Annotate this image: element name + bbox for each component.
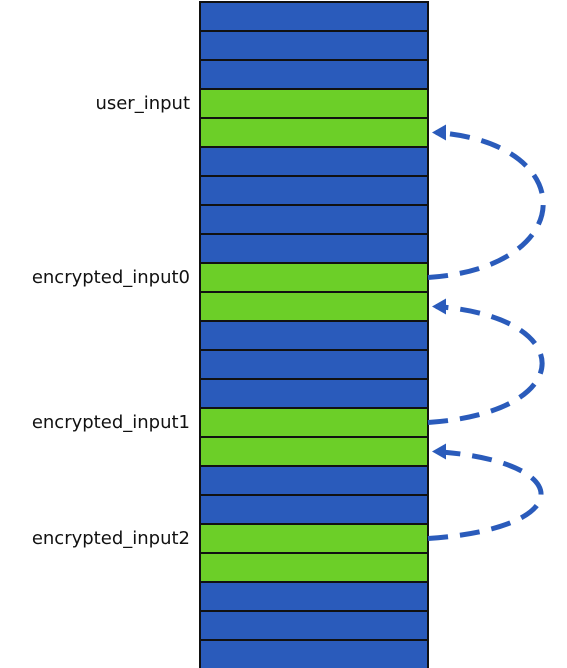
memory-cell-blue [199,581,429,612]
memory-cell-blue [199,610,429,641]
label-encrypted-input2: encrypted_input2 [31,527,190,549]
memory-cell-blue [199,349,429,380]
memory-cell-green [199,88,429,119]
label-encrypted-input0: encrypted_input0 [31,266,190,288]
memory-cell-green [199,552,429,583]
label-encrypted-input1: encrypted_input1 [31,411,190,433]
memory-cell-green [199,262,429,293]
memory-cell-green [199,436,429,467]
pointer-arrow [427,130,546,280]
memory-cell-blue [199,233,429,264]
arrowhead-icon [432,298,446,315]
memory-cell-green [199,117,429,148]
memory-cell-green [199,407,429,438]
pointer-arrow [427,304,545,425]
memory-cell-blue [199,465,429,496]
memory-cell-green [199,291,429,322]
memory-cell-blue [199,146,429,177]
memory-cell-blue [199,204,429,235]
memory-cell-blue [199,320,429,351]
pointer-arrows [427,124,546,541]
memory-cell-blue [199,639,429,668]
arrowhead-icon [432,124,446,141]
memory-cell-blue [199,494,429,525]
memory-cell-blue [199,1,429,32]
memory-cell-blue [199,59,429,90]
memory-cells [199,1,429,668]
pointer-arrow [427,449,544,541]
memory-cell-blue [199,175,429,206]
arrowhead-icon [432,443,446,460]
memory-cell-green [199,523,429,554]
label-user-input: user_input [95,92,190,114]
memory-cell-blue [199,378,429,409]
memory-cell-blue [199,30,429,61]
